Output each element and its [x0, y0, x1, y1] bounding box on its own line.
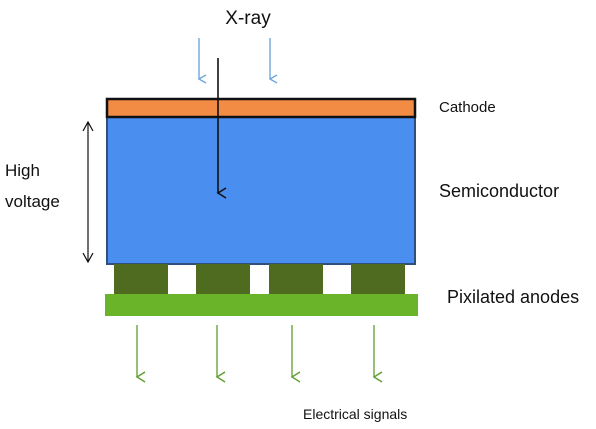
semiconductor-block	[106, 116, 416, 265]
semiconductor-label: Semiconductor	[439, 181, 559, 201]
pixilated-anodes-label: Pixilated anodes	[447, 287, 579, 307]
high-voltage-label-line1: High	[5, 161, 40, 180]
anode-pixel	[269, 264, 323, 296]
cathode-label: Cathode	[439, 99, 496, 116]
anode-pixel	[114, 264, 168, 296]
cathode-layer	[105, 97, 417, 119]
high-voltage-arrowhead-bottom	[82, 252, 94, 264]
anode-pixel	[196, 264, 250, 296]
electrical-signals-label: Electrical signals	[303, 406, 407, 422]
high-voltage-arrowhead-top	[82, 120, 94, 132]
anode-pixel	[351, 264, 405, 296]
anode-base-plate	[105, 294, 418, 316]
xray-label: X-ray	[225, 8, 271, 29]
high-voltage-label-line2: voltage	[5, 192, 60, 211]
